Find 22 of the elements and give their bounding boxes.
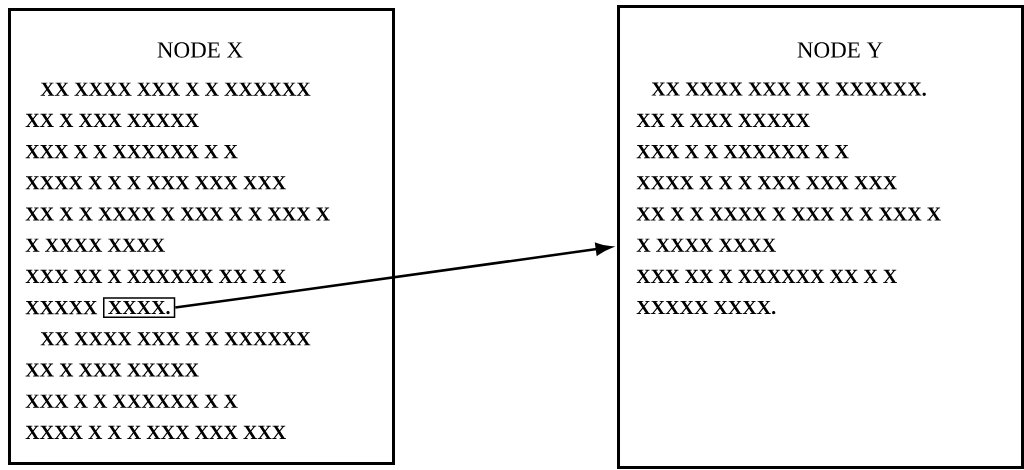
text-line: XX X XXX XXXXX (25, 363, 199, 377)
text-line: XXX X X XXXXXX X X (25, 145, 238, 159)
heading: NODE X (157, 42, 243, 58)
text-line: XXX XX X XXXXXX XX X X (636, 269, 897, 283)
text-line: XX X XXX XXXXX (636, 113, 810, 127)
text-line: XXXX X X X XXX XXX XXX (25, 425, 286, 439)
text-line: XXXXX (25, 301, 98, 315)
text-line: XX X X XXXX X XXX X X XXX X (25, 207, 330, 221)
text-line: XXXX X X X XXX XXX XXX (25, 176, 286, 190)
text-line: XX X XXX XXXXX (25, 113, 199, 127)
text-line: XX XXXX XXX X X XXXXXX (40, 332, 311, 346)
highlight-box: XXXX. (103, 297, 176, 319)
text-line: X XXXX XXXX (636, 238, 776, 252)
text-line: XX X X XXXX X XXX X X XXX X (636, 207, 941, 221)
text-line: XXXXX XXXX. (636, 300, 776, 315)
text-line: XXXX X X X XXX XXX XXX (636, 176, 897, 190)
text-line: XXX X X XXXXXX X X (25, 394, 238, 408)
text-line: XXX X X XXXXXX X X (636, 145, 849, 159)
heading: NODE Y (797, 42, 883, 58)
text-line: X XXXX XXXX (25, 238, 165, 252)
text-line: XX XXXX XXX X X XXXXXX. (651, 82, 926, 96)
text-line: XX XXXX XXX X X XXXXXX (40, 82, 311, 96)
